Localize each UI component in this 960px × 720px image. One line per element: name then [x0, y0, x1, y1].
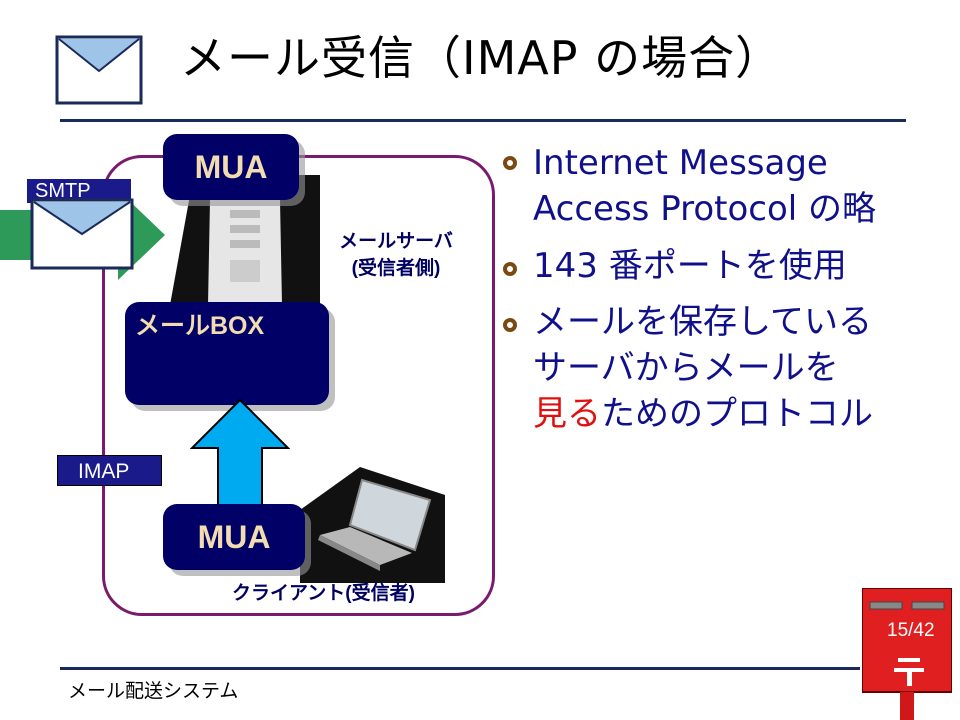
- page-number: 15/42: [887, 620, 935, 641]
- mua-client-box: [163, 504, 305, 570]
- bullet-text-2: 143 番ポートを使用: [533, 246, 847, 286]
- mua-client-label: MUA: [197, 519, 271, 555]
- footer-text: メール配送システム: [68, 680, 239, 702]
- imap-label: IMAP: [57, 455, 162, 486]
- footer-divider: [60, 667, 860, 670]
- bullet-ring-icon: [503, 318, 517, 332]
- mailbox-box: [125, 302, 329, 405]
- mua-server-label: MUA: [194, 149, 268, 185]
- mua-server-box: [163, 134, 299, 200]
- bullet-text-1: Internet Message Access Protocol の略: [533, 143, 877, 229]
- bullet-3-line3: ためのプロトコル: [601, 394, 873, 434]
- envelope-icon: [55, 35, 143, 105]
- slide-title: メール受信（IMAP の場合）: [180, 31, 783, 85]
- title-divider: [60, 119, 906, 122]
- server-tower-icon: [170, 175, 320, 305]
- client-label: クライアント(受信者): [232, 583, 415, 604]
- mailbox-label: メールBOX: [135, 312, 265, 340]
- bullet-3-highlight: 見る: [533, 394, 601, 434]
- bullet-ring-icon: [503, 156, 517, 170]
- postbox-icon: [862, 588, 952, 720]
- bullet-3-line1: メールを保存している: [533, 302, 872, 342]
- imap-up-arrow: [190, 398, 290, 519]
- bullet-3-line2: サーバからメールを: [533, 348, 839, 388]
- bullet-text-3: メールを保存している サーバからメールを 見るためのプロトコル: [533, 299, 943, 437]
- laptop-icon: [300, 467, 445, 583]
- envelope-icon: [30, 198, 134, 270]
- mail-server-label-line1: メールサーバ: [339, 231, 453, 252]
- bullet-ring-icon: [503, 262, 517, 276]
- mail-server-label-line2: (受信者側): [351, 258, 441, 279]
- mail-server-label: メールサーバ (受信者側): [316, 228, 476, 282]
